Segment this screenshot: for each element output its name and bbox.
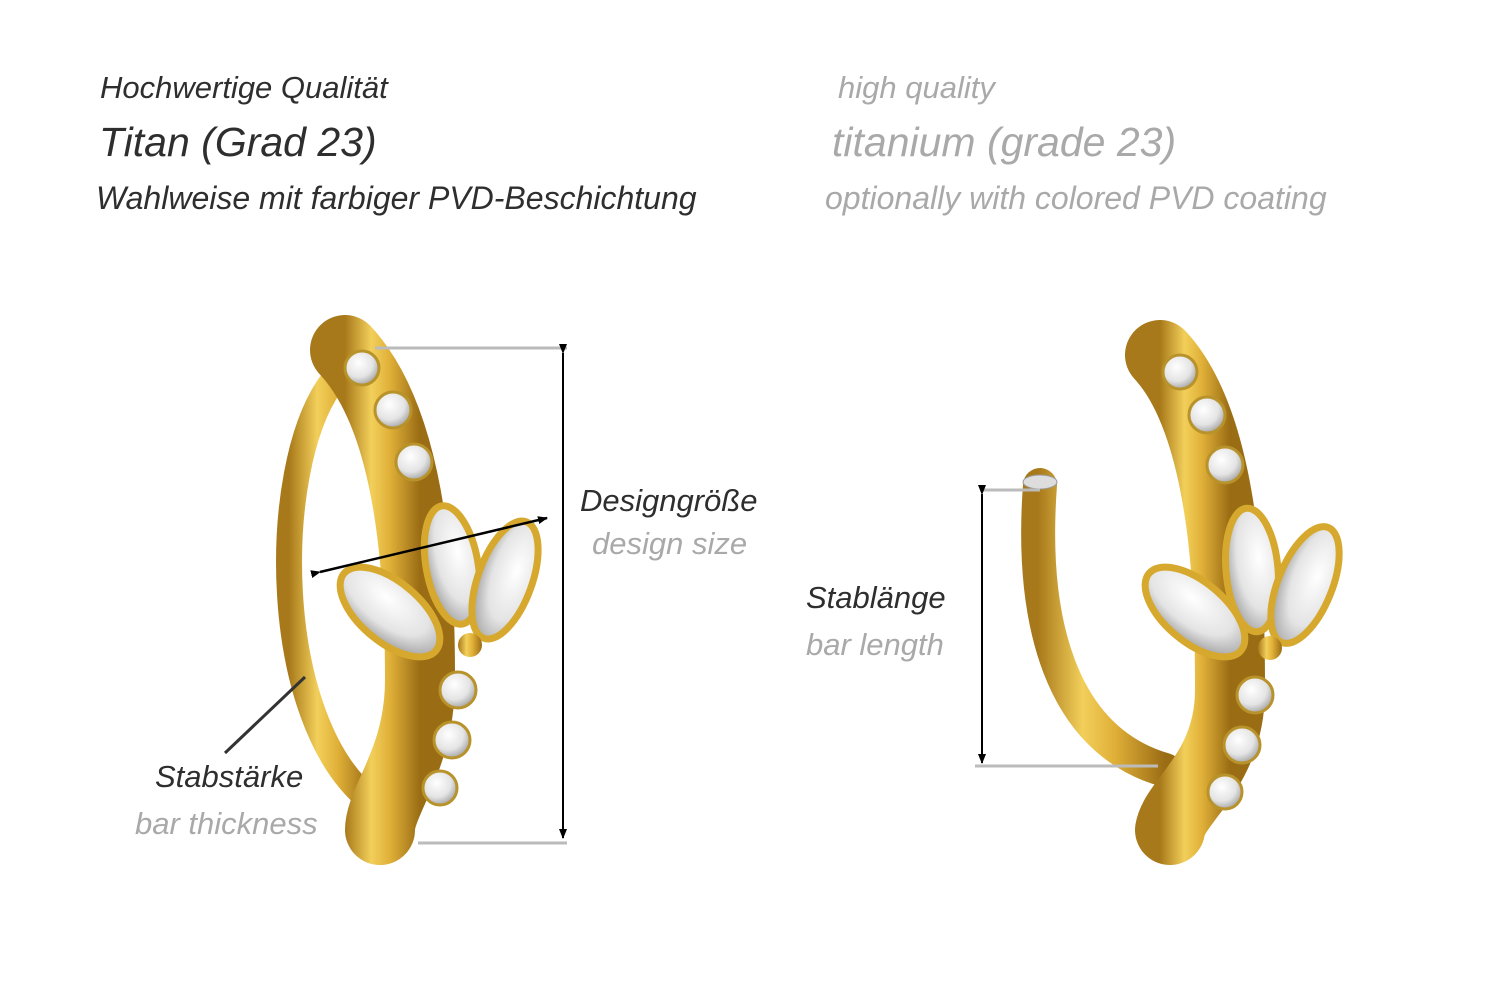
design-size-label-en: design size — [592, 526, 748, 561]
bar-length-label-de: Stablänge — [806, 580, 946, 615]
design-size-dimension — [310, 344, 567, 845]
coating-label-en: optionally with colored PVD coating — [825, 180, 1327, 216]
quality-label-de: Hochwertige Qualität — [100, 70, 388, 105]
ring-side-view — [1021, 320, 1343, 865]
material-label-en: titanium (grade 23) — [832, 119, 1177, 165]
bar-length-dimension — [975, 485, 1158, 768]
bar-thickness-label-en: bar thickness — [135, 806, 318, 841]
ring-front-view — [276, 315, 542, 865]
quality-label-en: high quality — [838, 70, 995, 105]
bar-thickness-label-de: Stabstärke — [155, 759, 304, 794]
material-label-de: Titan (Grad 23) — [99, 119, 377, 165]
bar-length-label-en: bar length — [806, 627, 944, 662]
coating-label-de: Wahlweise mit farbiger PVD-Beschichtung — [96, 180, 697, 216]
design-size-label-de: Designgröße — [580, 483, 758, 518]
bar-thickness-pointer — [223, 675, 307, 755]
